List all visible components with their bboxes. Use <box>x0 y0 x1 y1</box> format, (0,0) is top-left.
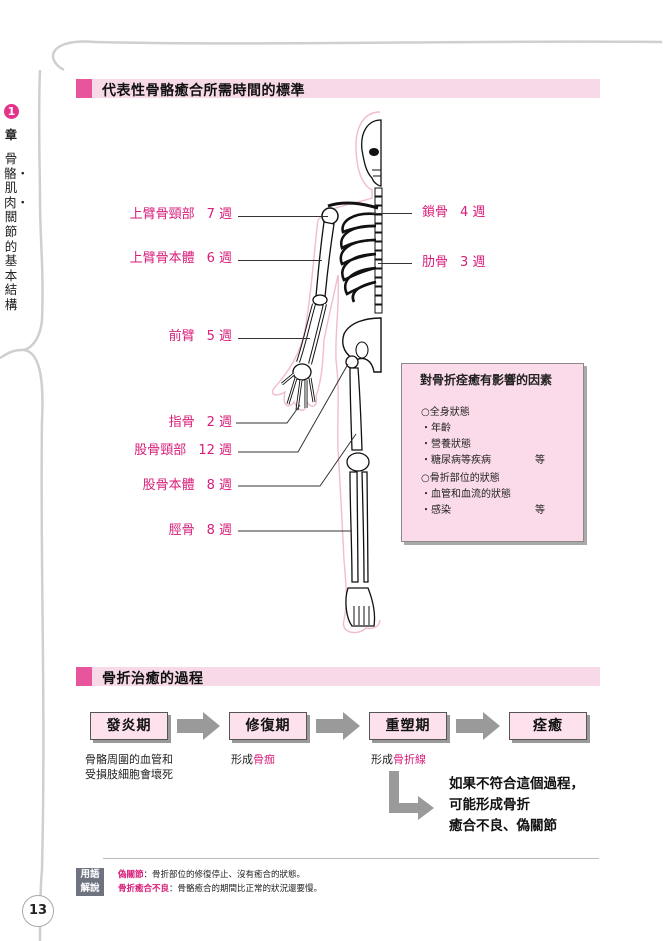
factors-title: 對骨折痊癒有影響的因素 <box>420 373 553 387</box>
stage-desc-inflammation: 骨骼周圍的血管和 受損肢細胞會壞死 <box>85 753 173 781</box>
factor-group-local: ○骨折部位的狀態 <box>421 473 500 484</box>
leader-line-rib <box>378 263 412 264</box>
factor-item: ・年齡 <box>421 423 451 434</box>
factor-item: ・營養狀態 <box>421 439 471 450</box>
stage-inflammation: 發炎期 <box>90 712 168 740</box>
section-title: 骨折治癒的過程 <box>102 671 204 687</box>
factors-box: 對骨折痊癒有影響的因素 ○全身狀態 ・年齡 ・營養狀態 ・糖尿病等疾病 等 ○骨… <box>401 363 584 542</box>
glossary-tag: 解說 <box>76 882 104 896</box>
factor-item: ・感染 <box>421 505 451 516</box>
section-header-healing-time: 代表性骨骼癒合所需時間的標準 <box>76 79 600 99</box>
factor-group-systemic: ○全身狀態 <box>421 407 470 418</box>
process-warning: 如果不符合這個過程， 可能形成骨折 癒合不良、偽關節 <box>449 776 584 834</box>
arrow-right-icon <box>177 712 220 740</box>
leader-line-clavicle <box>372 213 412 214</box>
factor-etc: 等 <box>535 505 545 516</box>
leader-line-humerus-neck <box>238 216 328 217</box>
factor-etc: 等 <box>535 455 545 466</box>
chapter-number-badge: 1 <box>4 104 19 119</box>
section-title: 代表性骨骼癒合所需時間的標準 <box>102 83 305 99</box>
stage-desc-remodeling: 形成骨折線 <box>371 753 426 766</box>
factor-item: ・糖尿病等疾病 <box>421 455 491 466</box>
stage-repair: 修復期 <box>229 712 307 740</box>
leader-line-humerus-shaft <box>238 260 322 261</box>
glossary-divider <box>103 858 599 859</box>
arrow-right-icon <box>456 712 500 740</box>
arrow-bend-icon <box>389 771 434 820</box>
chapter-word: 章 <box>5 128 18 142</box>
leader-line-forearm <box>238 338 310 339</box>
page-number: 13 <box>22 895 54 927</box>
stage-desc-repair: 形成骨痂 <box>231 753 275 766</box>
stage-remodeling: 重塑期 <box>369 712 447 740</box>
arrow-right-icon <box>316 712 360 740</box>
glossary-entry-pseudarthrosis: 偽關節：骨折部位的修復停止、沒有癒合的狀態。 <box>118 870 306 880</box>
stage-healed: 痊癒 <box>509 712 587 740</box>
section-header-healing-process: 骨折治癒的過程 <box>76 667 600 687</box>
factor-item: ・血管和血流的狀態 <box>421 489 511 500</box>
glossary-entry-delayed-union: 骨折癒合不良：骨骼癒合的期間比正常的狀況還要慢。 <box>118 884 323 894</box>
glossary-tag: 用語 <box>76 868 104 882</box>
